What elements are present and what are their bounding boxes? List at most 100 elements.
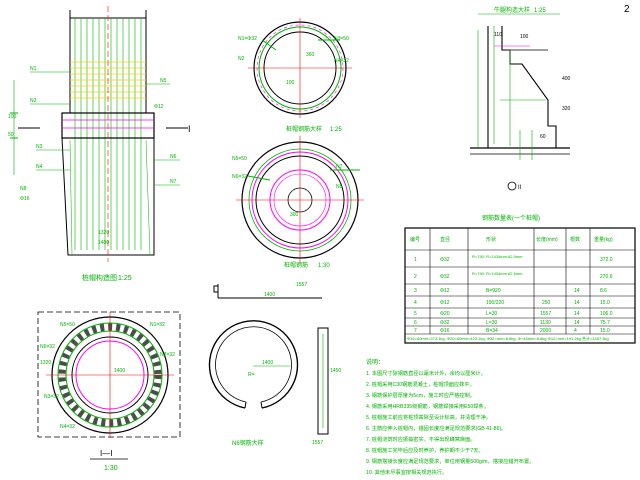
straight-bar-label-2: 1557 xyxy=(312,440,323,446)
r1-c5: 270.6 xyxy=(600,274,613,280)
rp-mid-label-5: 300 xyxy=(290,212,299,218)
r6-c1: Φ16 xyxy=(440,328,450,334)
elev-label-2: N2 xyxy=(30,98,37,104)
elev-label-10: 50 xyxy=(8,132,14,138)
r5-c1: Φ32 xyxy=(440,320,450,326)
r3-c5: 15.0 xyxy=(600,300,610,306)
r1-c1: Φ32 xyxy=(440,274,450,280)
r4-c4: 14 xyxy=(574,311,580,317)
r0-c2: R=790, R=1434mm 62.5mm xyxy=(472,254,523,259)
bracket-label-3: 320 xyxy=(562,106,571,112)
r3-c2: 190/220 xyxy=(486,300,504,306)
th-5: 重量(kg) xyxy=(594,236,613,243)
elevation-drawing: I N1 N2 N3 N4 N5 N6 N7 N8 100 50 1400 13… xyxy=(8,6,191,282)
r5-c0: 6 xyxy=(414,320,417,326)
elev-label-7: N7 xyxy=(170,179,177,185)
elev-label-13: Φ16 xyxy=(20,196,30,202)
straight-bar-label-1: 1450 xyxy=(330,368,341,374)
notes-title: 说明： xyxy=(366,358,384,366)
section-mark-i: I xyxy=(188,124,191,134)
r4-c2: L=30 xyxy=(486,311,497,317)
r5-c2: L=30 xyxy=(486,320,497,326)
elev-label-1: N1 xyxy=(30,66,37,72)
r6-c5: 15.0 xyxy=(600,328,610,334)
elev-label-12: 1320 xyxy=(98,230,109,236)
r6-c4: 4 xyxy=(574,328,577,334)
bracket-scale: 1:25 xyxy=(534,8,546,14)
th-2: 形状 xyxy=(486,236,496,243)
ring-bar-label-2: R= xyxy=(248,372,255,378)
r3-c3: 250 xyxy=(542,300,551,306)
rp-top-label-5: 100 xyxy=(286,80,295,86)
s1-label-3: N1=32 xyxy=(150,322,165,328)
rp-top-title: 桩帽钢筋大样 xyxy=(286,125,322,133)
note-6: 6. 主筋应伸入桩帽内，锚固长度应满足规范要求(GB 41-86)。 xyxy=(366,424,506,432)
s1-label-1: N5=50 xyxy=(60,322,75,328)
r4-c1: Φ20 xyxy=(440,311,450,317)
th-3: 长度(mm) xyxy=(536,236,558,243)
r0-c5: 372.0 xyxy=(600,257,613,263)
rp-mid-label-3: N7 xyxy=(336,164,343,170)
r1-c0: 2 xyxy=(414,274,417,280)
rp-mid-title: 桩帽钢筋 xyxy=(284,261,308,269)
note-7: 7. 桩帽浇筑时应振捣密实，不得出现蜂窝麻面。 xyxy=(366,435,476,443)
ring-bar-title: N6钢筋大样 xyxy=(232,439,264,447)
s1-label-5: N3=32 xyxy=(44,394,59,400)
notes: 说明： 1. 本图尺寸除钢筋直径以毫米计外，余均以厘米计。 2. 桩帽采用C30… xyxy=(366,358,534,476)
note-2: 2. 桩帽采用C30钢筋混凝土，桩帽顶面应抹平。 xyxy=(366,380,475,388)
r3-c1: Φ12 xyxy=(440,300,450,306)
elev-label-5: N5 xyxy=(160,78,167,84)
ring-plan-mid: N5=50 N6=32 N7 N8 300 桩帽钢筋 1:30 xyxy=(232,136,364,269)
bracket-label-4: 110 xyxy=(494,32,502,38)
ring-bar-detail: 1400 R= N6钢筋大样 xyxy=(208,320,299,447)
r5-c4: 14 xyxy=(574,320,580,326)
rp-mid-label-1: N5=50 xyxy=(232,156,247,162)
r3-c4: 14 xyxy=(574,300,580,306)
note-4: 4. 钢筋采用HRB335级钢筋，钢筋焊接采用E50焊条。 xyxy=(366,402,489,410)
bracket-section-mark: II xyxy=(518,185,522,191)
note-8: 8. 桩帽施工完毕后应及时养护，养护期不少于7天。 xyxy=(366,446,484,454)
rp-mid-label-2: N6=32 xyxy=(232,174,247,180)
table-title: 钢筋数量表(一个桩帽) xyxy=(482,214,540,222)
note-10: 10. 其他未尽事宜按相关规范执行。 xyxy=(366,468,447,476)
rp-top-label-3: N3=50 xyxy=(334,36,349,42)
elev-label-6: N6 xyxy=(170,154,177,160)
elevation-title: 桩帽构造图 xyxy=(82,273,117,282)
bracket-detail: 牛腿构造大样 1:25 100 400 320 110 60 II xyxy=(470,6,571,191)
rebar-table: 钢筋数量表(一个桩帽) 编号 直径 形状 长度(mm) 根数 重量(kg) 1 … xyxy=(404,214,636,344)
rp-top-label-6: 360 xyxy=(306,52,315,58)
r1-c2: R=790, R=1434mm 62.5mm xyxy=(472,271,523,276)
r5-c3: 1130 xyxy=(540,320,551,326)
rp-mid-scale: 1:30 xyxy=(318,263,330,269)
r6-c0: 7 xyxy=(414,328,417,334)
th-0: 编号 xyxy=(410,236,420,243)
table-footer: Φ16=60mm=373.1kg, Φ20=60mm=423.1kg, Φ32=… xyxy=(407,335,609,341)
elev-label-3: N3 xyxy=(36,144,43,150)
s1-label-2: N6=32 xyxy=(40,344,55,350)
rp-top-label-1: N1=Φ32 xyxy=(238,36,257,42)
rp-top-scale: 1:25 xyxy=(330,127,342,133)
r4-c3: 1557 xyxy=(540,311,551,317)
r2-c2: B=920 xyxy=(486,288,501,294)
note-3: 3. 钢筋保护层厚度为5cm，施工时应严格控制。 xyxy=(366,391,475,399)
page-number: 2 xyxy=(624,4,630,15)
r2-c4: 14 xyxy=(574,288,580,294)
elevation-scale: 1:25 xyxy=(118,275,132,282)
ring-plan-top: N1=Φ32 N2 N3=50 N4=32 100 360 桩帽钢筋大样 1:2… xyxy=(238,18,352,133)
r2-c5: 8.6 xyxy=(600,288,607,294)
r3-c0: 4 xyxy=(414,300,417,306)
note-1: 1. 本图尺寸除钢筋直径以毫米计外，余均以厘米计。 xyxy=(366,369,486,377)
rp-top-label-2: N2 xyxy=(238,56,245,62)
bracket-label-1: 100 xyxy=(520,34,529,40)
section-1-scale: 1:30 xyxy=(104,465,118,472)
section-1-title: I—I xyxy=(100,449,112,458)
dimension-mark: 1400 1557 xyxy=(213,282,322,299)
bracket-label-5: 60 xyxy=(540,134,546,140)
r4-c5: 106.0 xyxy=(600,311,613,317)
r0-c1: Φ32 xyxy=(440,257,450,263)
straight-bar-detail: 1450 1557 xyxy=(312,327,341,446)
s1-label-8: 1320 xyxy=(40,360,51,366)
r6-c2: B=34 xyxy=(486,328,498,334)
r6-c3: 2000 xyxy=(540,328,551,334)
rp-mid-label-4: N8 xyxy=(336,184,343,190)
